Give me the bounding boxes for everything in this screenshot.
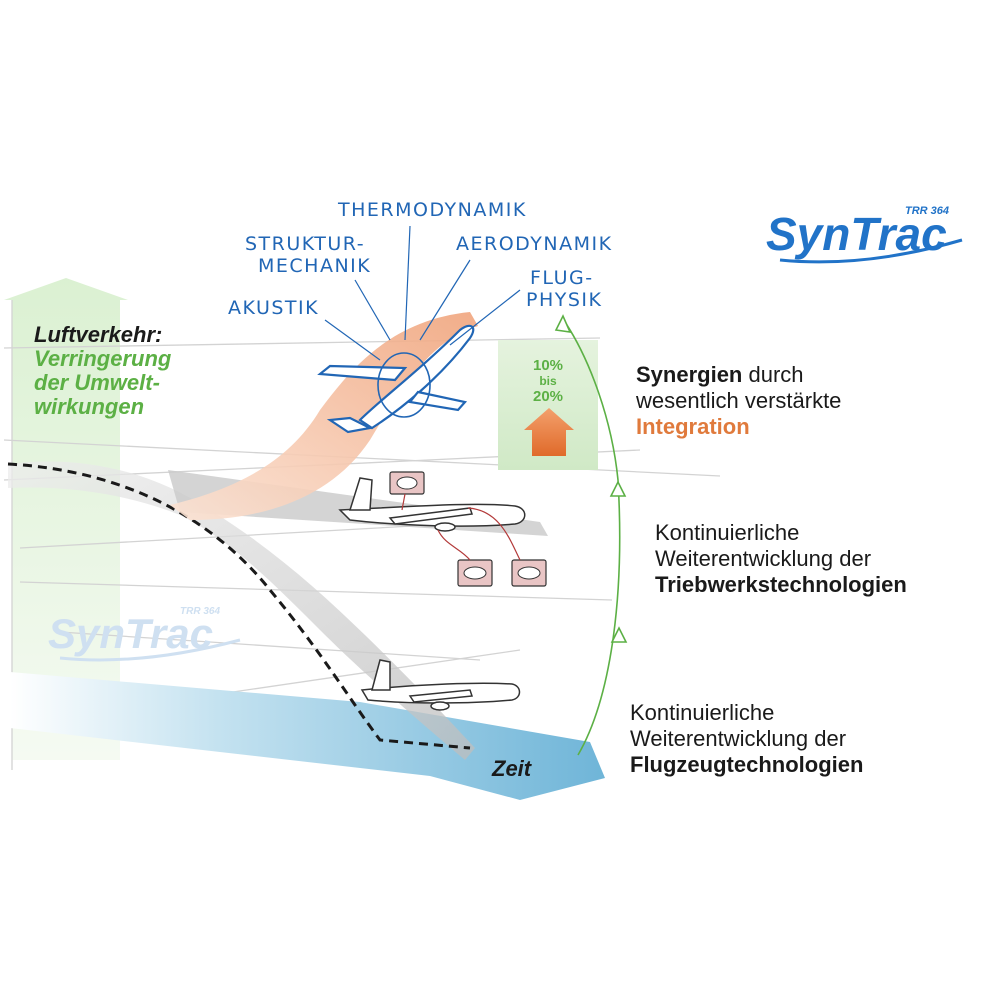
integration-band (170, 312, 478, 520)
orange-up-arrow (524, 408, 574, 456)
synergy-line3: Integration (636, 414, 750, 439)
svg-text:TRR 364: TRR 364 (180, 606, 220, 617)
left-line2: der Umwelt- (34, 370, 160, 395)
label-aerodynamik: AERODYNAMIK (456, 233, 613, 255)
percent-mid: bis (539, 374, 557, 388)
green-progress-arrow (4, 278, 128, 760)
label-struktur-2: MECHANIK (258, 255, 371, 277)
bottom-airliner-icon (360, 659, 521, 711)
syntrac-logo: SynTrac TRR 364 (766, 205, 963, 264)
label-struktur-1: STRUKTUR- (245, 233, 365, 255)
engine-icon (457, 559, 547, 587)
engine-inset-top (389, 471, 425, 495)
label-flug-2: PHYSIK (526, 289, 602, 311)
aircraft-line3: Flugzeugtechnologien (630, 752, 863, 777)
svg-text:SynTrac: SynTrac (48, 610, 213, 657)
time-label: Zeit (491, 756, 533, 781)
percent-bottom: 20% (533, 388, 563, 405)
progress-arc-arrows (554, 314, 628, 756)
engine-connectors (401, 493, 521, 561)
left-line3: wirkungen (34, 394, 144, 419)
engine-line2: Weiterentwicklung der (655, 546, 871, 571)
label-flug-1: FLUG- (530, 267, 594, 289)
engine-line3: Triebwerkstechnologien (655, 572, 907, 597)
discipline-connectors (324, 225, 521, 361)
aircraft-line2: Weiterentwicklung der (630, 726, 846, 751)
synergy-line1: Synergien durch (636, 362, 804, 387)
left-line1: Verringerung (34, 346, 172, 371)
time-band (10, 672, 605, 800)
synergy-bold: Synergien (636, 362, 742, 387)
aircraft-line1: Kontinuierliche (630, 700, 774, 725)
label-akustik: AKUSTIK (228, 297, 319, 319)
dashed-baseline-curve (7, 462, 471, 750)
syntrac-watermark: SynTrac TRR 364 (48, 606, 241, 662)
percent-top: 10% (533, 357, 563, 374)
label-thermodynamik: THERMODYNAMIK (337, 199, 527, 221)
left-title: Luftverkehr: (34, 322, 162, 347)
synergy-line2: wesentlich verstärkte (635, 388, 841, 413)
synergy-rest: durch (742, 362, 803, 387)
svg-text:TRR 364: TRR 364 (905, 205, 949, 217)
engine-line1: Kontinuierliche (655, 520, 799, 545)
